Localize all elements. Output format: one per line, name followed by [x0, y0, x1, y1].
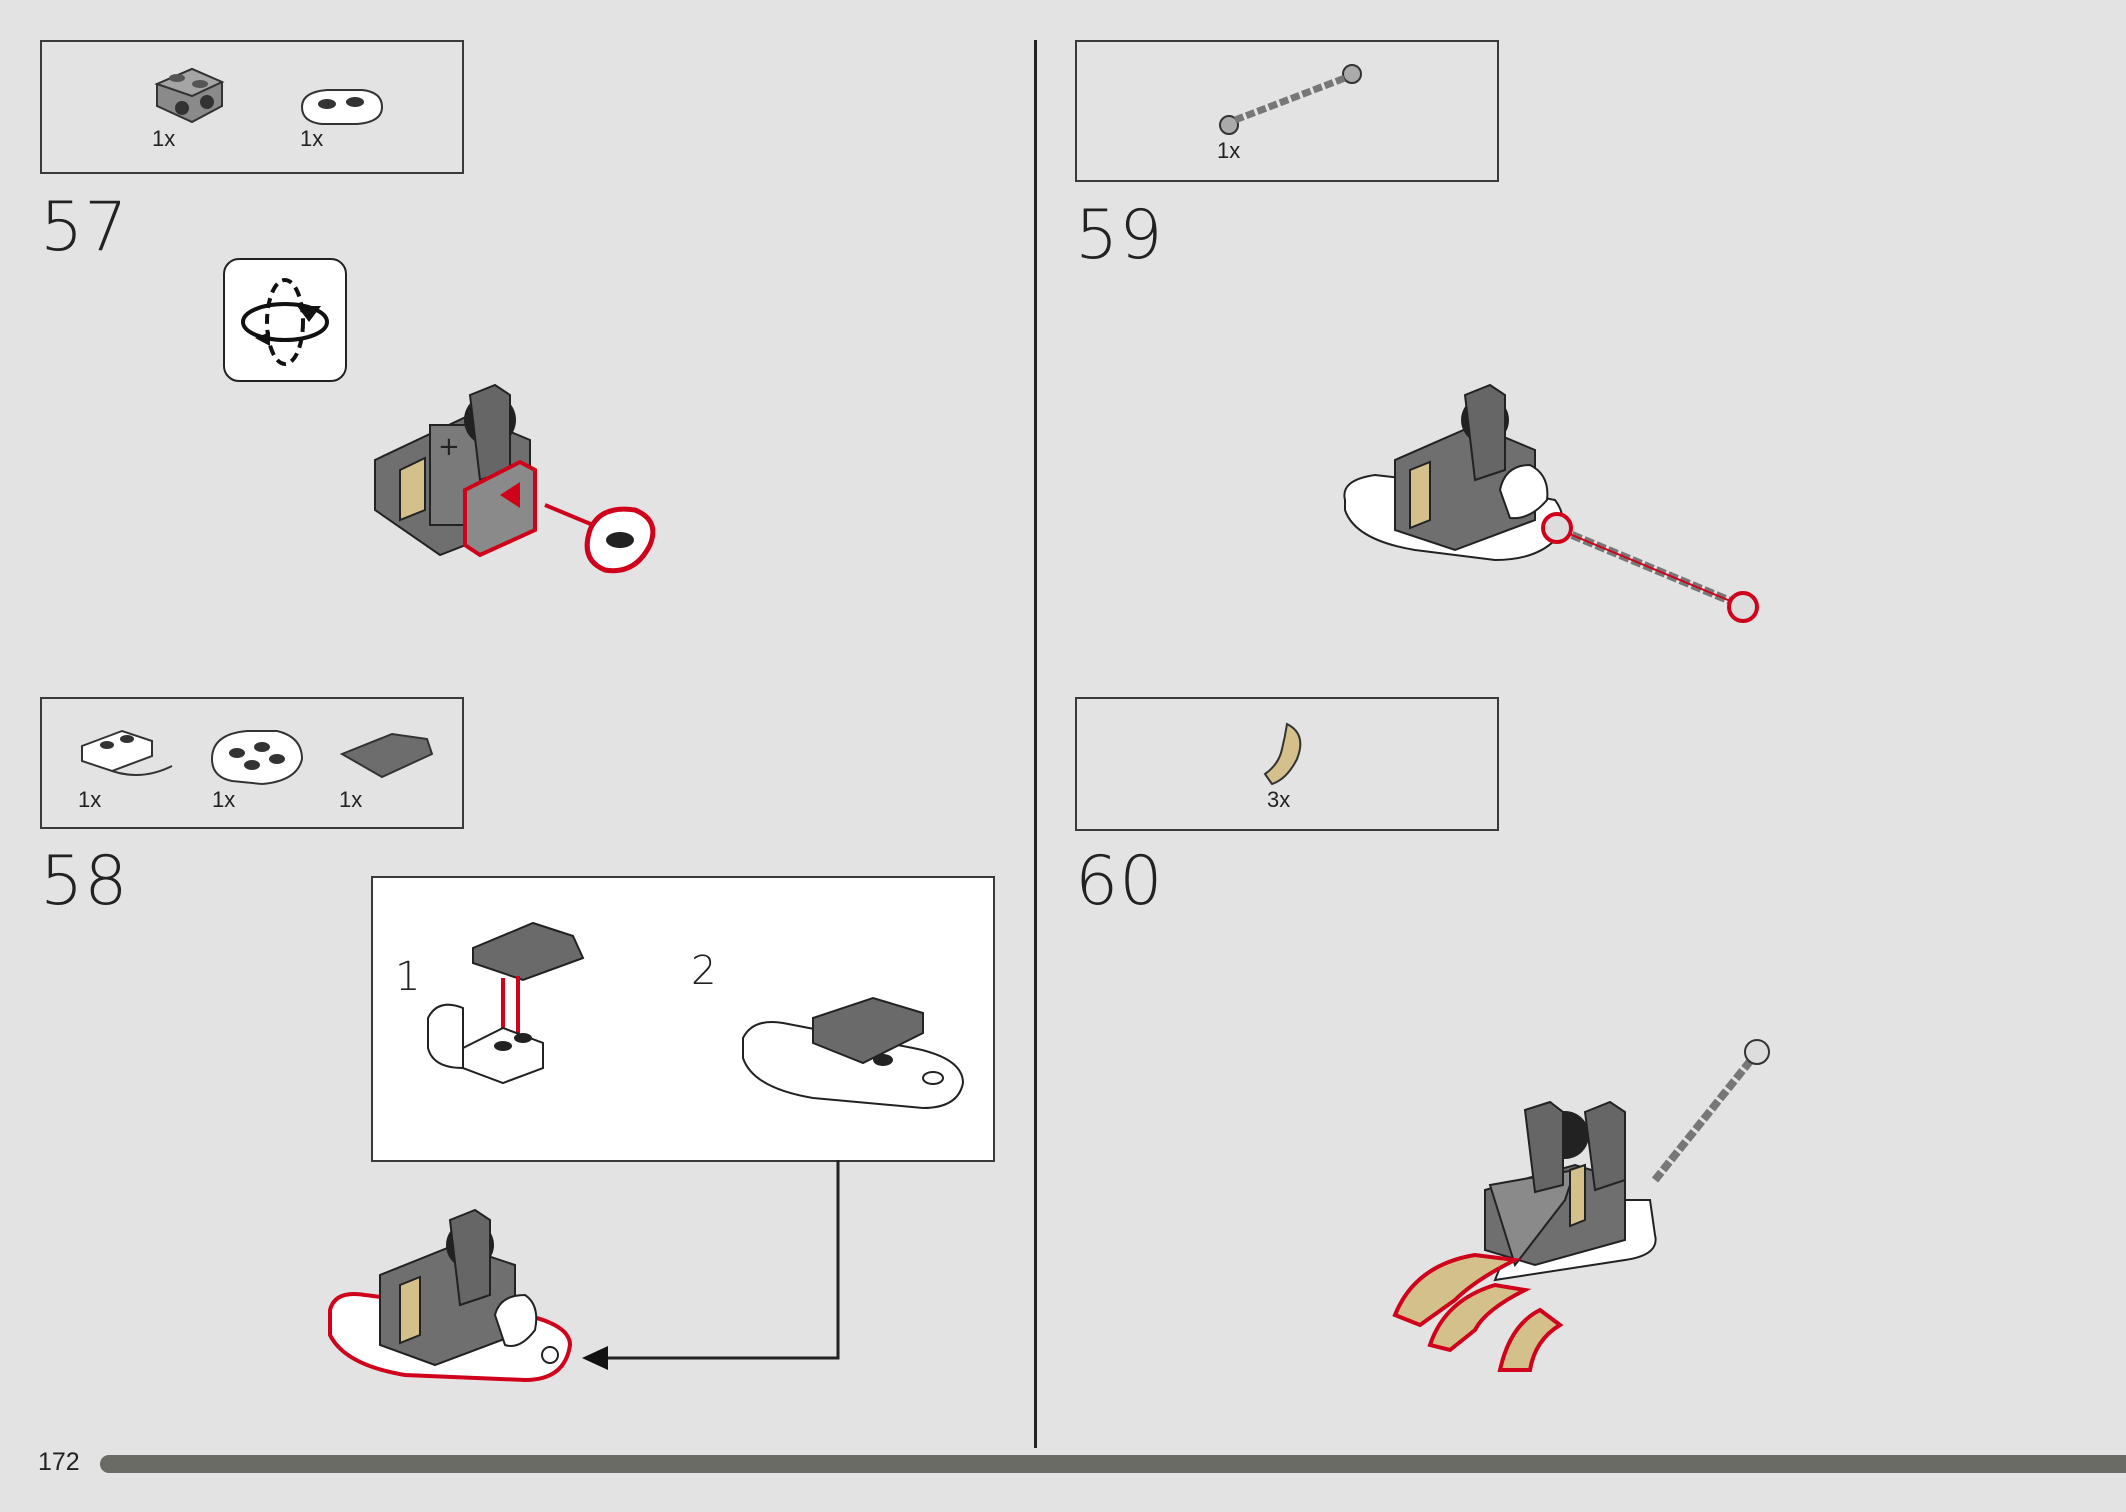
grey-bracket-icon: [154, 67, 225, 124]
model-assembly-step-59: [1343, 383, 1759, 623]
callout-arrow: [582, 1160, 840, 1370]
part-qty: 1x: [1217, 138, 1241, 163]
part-qty: 3x: [1267, 787, 1291, 812]
model-assembly-step-57: +: [374, 383, 656, 574]
rotate-model-icon: [223, 258, 347, 382]
substep-2-illustration: [742, 996, 965, 1110]
white-round-plate-icon: [210, 730, 304, 786]
white-hand-plate-icon: [81, 729, 173, 776]
step-number: 57: [40, 188, 129, 267]
white-plate-icon: [300, 89, 384, 125]
parts-box-step-60: 3x: [1075, 697, 1499, 831]
parts-box-step-59: 1x: [1075, 40, 1499, 182]
page-progress-bar: [100, 1455, 2126, 1473]
substep-1-illustration: [427, 921, 585, 1085]
part-qty: 1x: [300, 126, 324, 151]
substep-number: 2: [691, 948, 717, 994]
page-divider: [1034, 40, 1037, 1448]
grey-wedge-tile-icon: [339, 732, 434, 779]
step-number: 58: [40, 842, 129, 921]
model-assembly-step-58: [328, 1208, 573, 1383]
substep-callout: 1 2: [371, 876, 995, 1162]
parts-box-step-57: 1x 1x: [40, 40, 464, 174]
page-number: 172: [38, 1448, 80, 1476]
step-number: 60: [1075, 842, 1164, 921]
model-assembly-step-60: [1392, 1039, 1770, 1372]
parts-box-step-58: 1x 1x 1x: [40, 697, 464, 829]
part-qty: 1x: [212, 787, 236, 812]
substep-number: 1: [395, 954, 421, 1000]
chain-icon: [1219, 64, 1362, 135]
svg-text:+: +: [438, 432, 460, 462]
tan-claw-icon: [1263, 722, 1302, 786]
part-qty: 1x: [152, 126, 176, 151]
part-qty: 1x: [339, 787, 363, 812]
step-number: 59: [1075, 196, 1164, 275]
part-qty: 1x: [78, 787, 102, 812]
